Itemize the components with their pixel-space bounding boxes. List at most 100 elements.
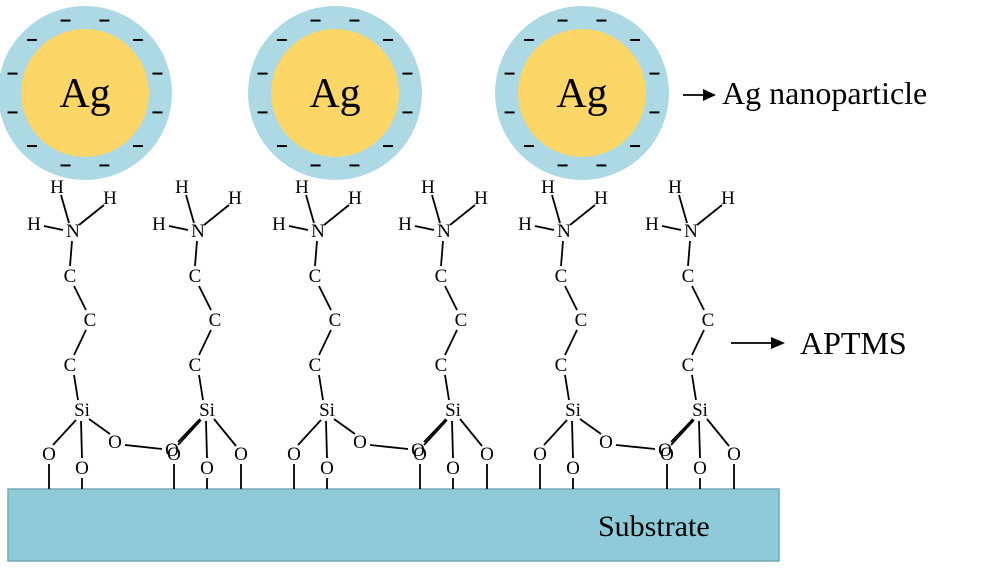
oxygen-atom: O [658,440,672,461]
silicon-atom: Si [74,400,90,421]
nanoparticles: Ag Ag Ag [0,6,669,180]
carbon-atom: C [555,266,568,287]
substrate-label: Substrate [598,510,710,543]
hydrogen-atom: H [668,177,682,198]
silicon-atom: Si [565,400,581,421]
oxygen-atom: O [108,432,122,453]
chemical-bond [534,225,555,231]
chemical-bond [543,419,568,446]
chemical-bond [198,285,212,311]
chemical-bond [564,285,578,311]
chemical-bond [198,329,212,356]
oxygen-atom: O [234,444,248,465]
substrate-block [7,488,780,562]
hydrogen-atom: H [103,188,117,209]
chemical-bond [314,240,318,267]
chemical-bond [73,374,79,401]
hydrogen-atom: H [398,214,412,235]
nanoparticle-label: Ag nanoparticle [722,75,927,111]
carbon-atom: C [682,355,695,376]
chemical-bond [177,418,201,443]
carbon-atom: C [702,310,715,331]
oxygen-atom: O [727,444,741,465]
chemical-bond [431,194,441,224]
chemical-bond [451,420,454,459]
nitrogen-atom: N [684,221,698,242]
hydrogen-atom: H [518,214,532,235]
chemical-bond [198,374,204,401]
oxygen-atom: O [693,458,707,479]
chemical-bond [325,420,328,459]
hydrogen-atom: H [721,188,735,209]
chemical-bond [288,225,309,231]
carbon-atom: C [189,355,202,376]
chemical-bond [691,329,705,356]
chemical-bond [318,285,332,311]
hydrogen-atom: H [175,177,189,198]
chemical-bond [687,240,691,267]
chemical-bond [564,374,570,401]
carbon-atom: C [84,310,97,331]
chemical-bond [444,285,458,311]
nanoparticle-core-label: Ag [59,71,110,117]
chemical-bond [213,418,237,447]
silicon-atom: Si [199,400,215,421]
chemical-bond [423,419,448,446]
carbon-atom: C [435,266,448,287]
chemical-bond [297,419,322,446]
carbon-atom: C [309,266,322,287]
carbon-atom: C [64,266,77,287]
oxygen-atom: O [480,444,494,465]
chemical-bond [318,329,332,356]
nanoparticle-core-label: Ag [556,71,607,117]
aptms-label: APTMS [800,325,907,361]
oxygen-atom: O [599,432,613,453]
oxygen-atom: O [566,458,580,479]
chemical-bond [615,444,656,450]
chemical-bond [60,194,70,224]
chemical-bond [698,420,701,459]
hydrogen-atom: H [421,177,435,198]
chemical-bond [423,418,447,443]
chemical-bond [88,418,111,435]
carbon-atom: C [555,355,568,376]
chemical-bond [177,419,202,446]
chemical-bond [670,418,694,443]
chemical-bond [185,194,195,224]
chemical-bond [670,419,695,446]
chemical-bond [459,418,483,447]
chemical-bond [43,225,64,231]
oxygen-atom: O [75,458,89,479]
ag-nanoparticle: Ag [248,6,422,180]
hydrogen-atom: H [152,214,166,235]
chemical-bond [203,204,230,226]
nitrogen-atom: N [66,221,80,242]
hydrogen-atom: H [50,177,64,198]
nitrogen-atom: N [311,221,325,242]
chemical-bond [444,329,458,356]
chemical-bond [69,240,73,267]
chemical-bond [691,285,705,311]
hydrogen-atom: H [594,188,608,209]
chemical-bond [696,204,723,226]
nitrogen-atom: N [191,221,205,242]
hydrogen-atom: H [295,177,309,198]
chemical-bond [579,418,602,435]
hydrogen-atom: H [348,188,362,209]
carbon-atom: C [575,310,588,331]
oxygen-atom: O [320,458,334,479]
nanoparticle-core-label: Ag [309,71,360,117]
chemical-bond [52,419,77,446]
ag-nanoparticle: Ag [495,6,669,180]
chemical-bond [560,240,564,267]
chemical-bond [706,418,730,447]
oxygen-atom: O [165,440,179,461]
oxygen-atom: O [287,444,301,465]
chemical-bond [73,329,87,356]
nanoparticle-core [21,29,149,157]
carbon-atom: C [64,355,77,376]
